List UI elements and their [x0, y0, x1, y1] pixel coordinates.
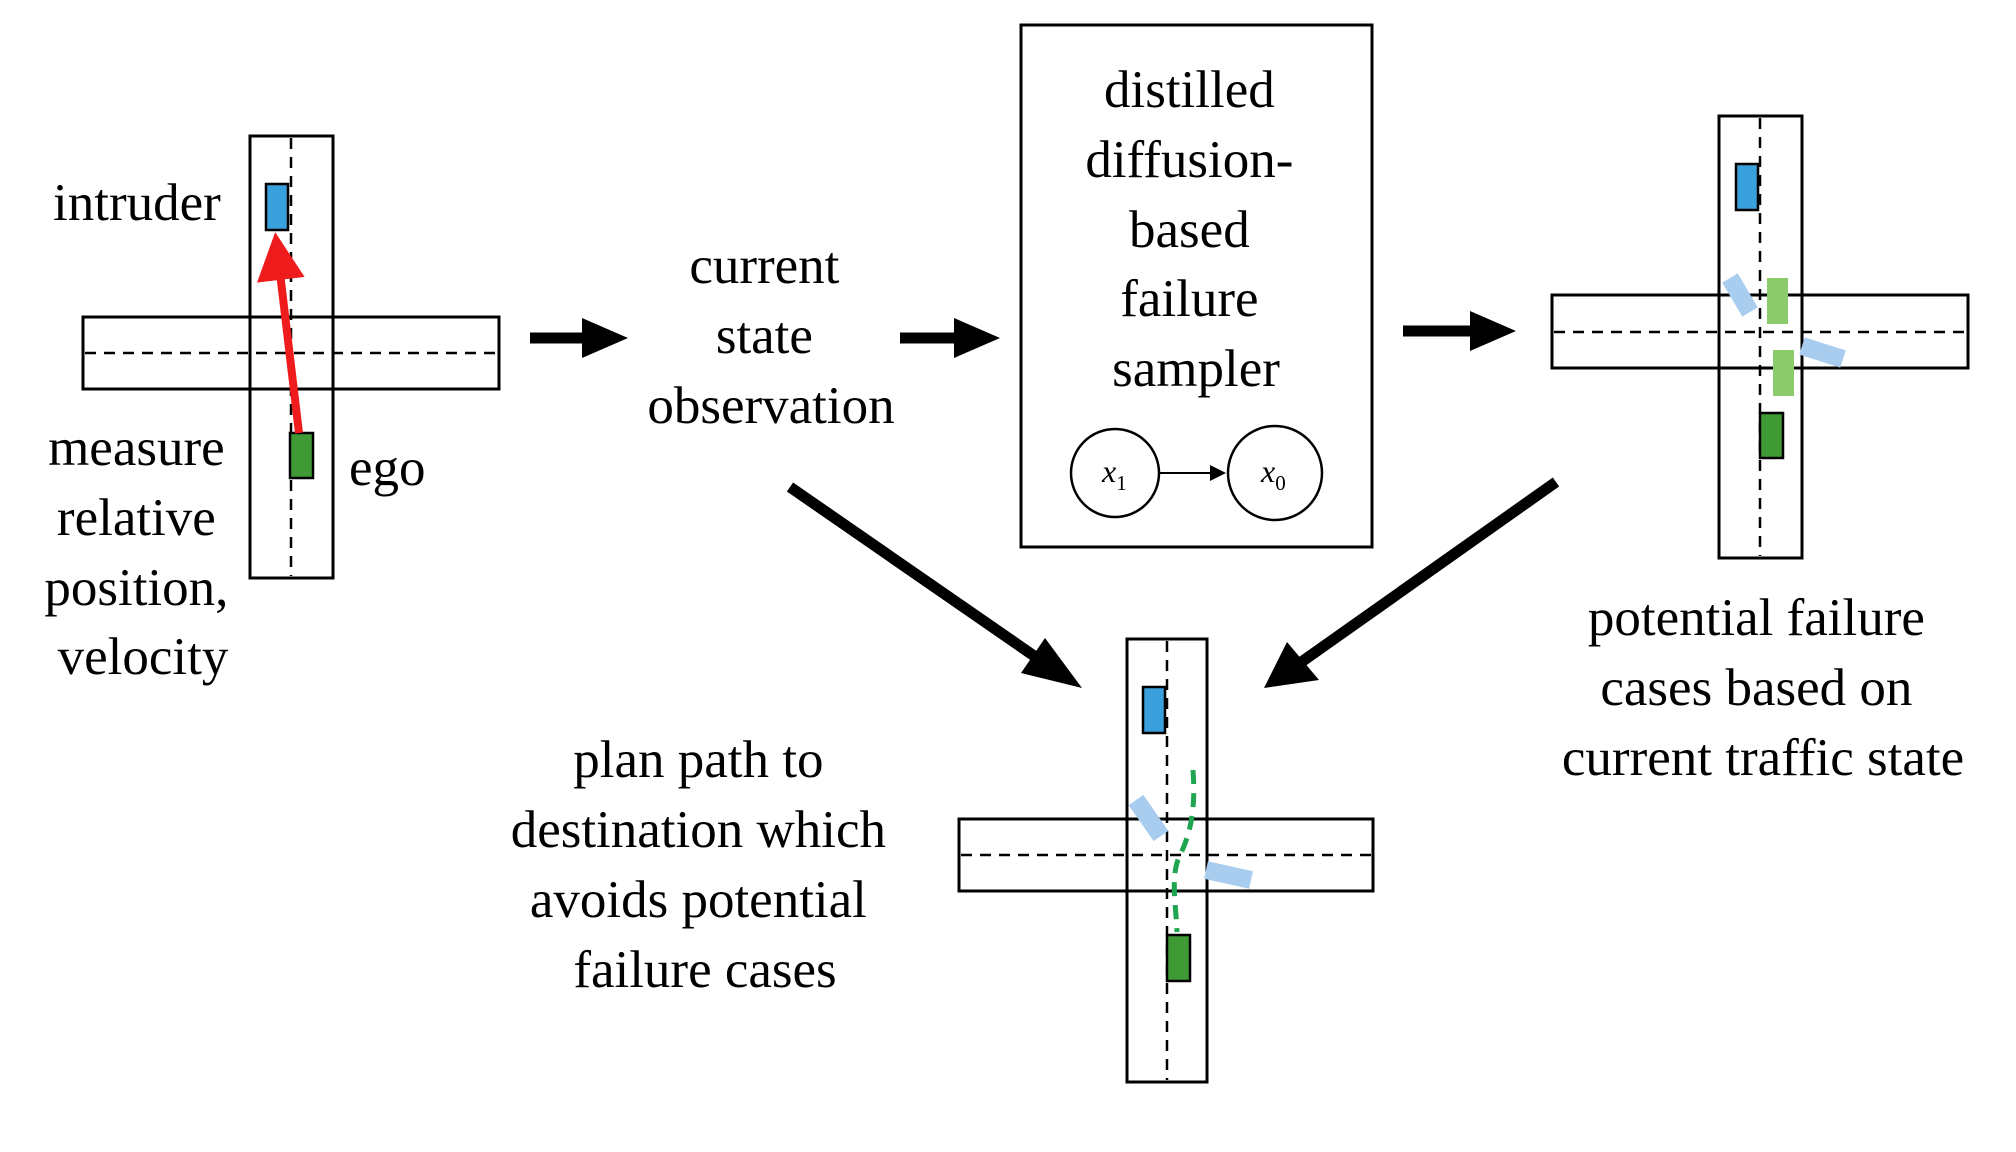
failure-region-green [1767, 278, 1788, 324]
measure-label: measure relative position, velocity [44, 419, 241, 686]
ego-label: ego [349, 439, 426, 497]
relative-measurement-arrow [256, 232, 305, 434]
failure-region-blue [1128, 794, 1169, 842]
arrow-to-sampler [900, 318, 1000, 358]
failure-region-blue [1722, 273, 1758, 317]
plan-label: plan path to destination which avoids po… [511, 731, 900, 999]
ego-vehicle [1165, 933, 1192, 983]
node-x1 [1069, 427, 1161, 519]
arrow-failures-to-plan [1264, 477, 1560, 688]
arrow-observation-to-plan [786, 482, 1082, 688]
intersection-failures [1550, 114, 1970, 560]
failure-region-blue [1799, 337, 1846, 368]
observation-label: current state observation [647, 237, 894, 435]
arrow-to-observation [530, 318, 628, 358]
sampler-label: distilled diffusion- based failure sampl… [1085, 61, 1306, 398]
node-x0 [1226, 424, 1324, 522]
intersection-current [81, 134, 501, 580]
ego-vehicle [288, 431, 315, 480]
failure-sampler-box: distilled diffusion- based failure sampl… [1019, 23, 1374, 549]
intersection-plan [957, 637, 1375, 1084]
intruder-vehicle [1734, 162, 1760, 212]
failure-region-green [1773, 350, 1794, 396]
arrow-to-failures [1403, 311, 1516, 351]
node-x0-label: x0 [1260, 453, 1286, 495]
planned-path [1171, 769, 1197, 933]
ego-vehicle [1758, 411, 1785, 460]
intruder-vehicle [1141, 685, 1167, 735]
intruder-vehicle [264, 182, 290, 232]
failure-region-blue [1204, 861, 1253, 889]
intruder-label: intruder [53, 174, 221, 232]
node-x1-label: x1 [1101, 453, 1127, 495]
failures-label: potential failure cases based on current… [1562, 589, 1964, 787]
